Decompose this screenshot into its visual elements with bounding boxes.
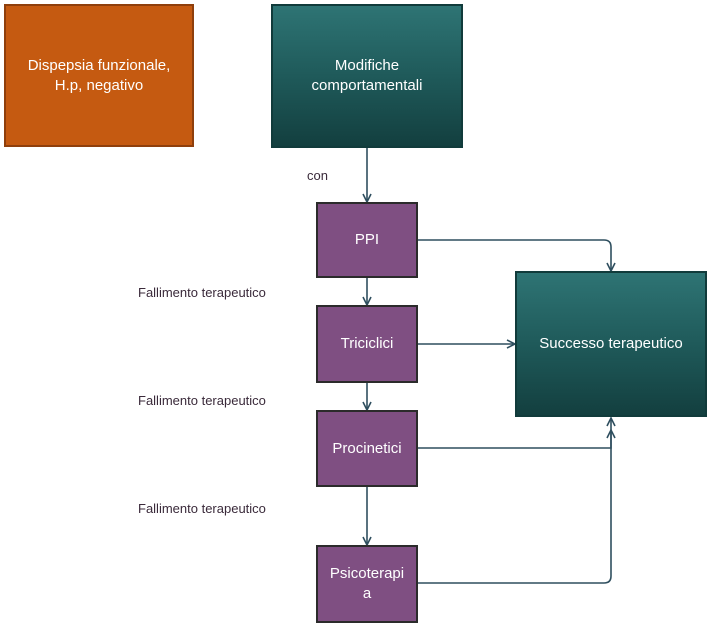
dispepsia-box: Dispepsia funzionale, H.p, negativo bbox=[4, 4, 194, 147]
arrow-procinetici-to-successo bbox=[418, 418, 611, 449]
procinetici-text: Procinetici bbox=[332, 439, 402, 457]
fallimento-label-3: Fallimento terapeutico bbox=[138, 501, 266, 516]
triciclici-text: Triciclici bbox=[340, 335, 394, 352]
successo-box: Successo terapeutico bbox=[515, 271, 707, 417]
fallimento-label-1: Fallimento terapeutico bbox=[138, 285, 266, 300]
successo-text: Successo terapeutico bbox=[539, 335, 683, 352]
procinetici-box: Procinetici bbox=[316, 410, 418, 487]
dispepsia-text: Dispepsia funzionale, H.p, negativo bbox=[27, 56, 171, 94]
modifiche-box: Modifiche comportamentali bbox=[271, 4, 463, 148]
modifiche-text: Modifiche comportamentali bbox=[311, 57, 423, 94]
triciclici-box: Triciclici bbox=[316, 305, 418, 383]
arrow-ppi-to-successo bbox=[418, 239, 611, 271]
ppi-text: PPI bbox=[354, 231, 380, 248]
con-label: con bbox=[307, 168, 328, 183]
fallimento-label-2: Fallimento terapeutico bbox=[138, 393, 266, 408]
psicoterapia-text: Psicoterapi a bbox=[329, 565, 405, 602]
psicoterapia-box: Psicoterapi a bbox=[316, 545, 418, 623]
arrow-psicoterapia-to-successo bbox=[418, 430, 611, 584]
ppi-box: PPI bbox=[316, 202, 418, 278]
